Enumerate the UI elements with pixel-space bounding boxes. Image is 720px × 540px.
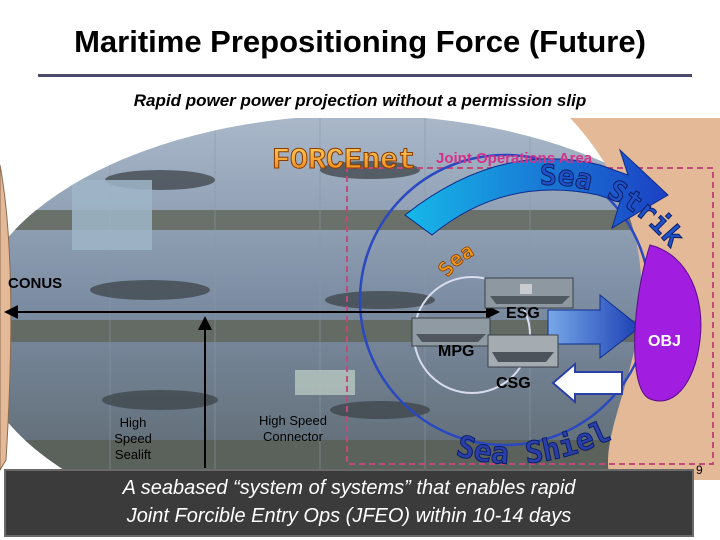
joa-label: Joint Operations Area	[436, 150, 593, 167]
conus-landmass	[0, 164, 12, 471]
footer-line-2: Joint Forcible Entry Ops (JFEO) within 1…	[126, 505, 572, 527]
connector-arrowhead	[198, 316, 212, 330]
obj-label: OBJ	[648, 333, 681, 350]
slide-subtitle: Rapid power power projection without a p…	[133, 91, 587, 110]
csg-ship	[487, 334, 559, 368]
esg-label: ESG	[506, 305, 540, 322]
footer-line-1: A seabased “system of systems” that enab…	[122, 477, 576, 499]
sea-strike-arc	[404, 148, 669, 236]
slide-title: Maritime Prepositioning Force (Future)	[74, 24, 646, 59]
conus-arrowhead-left	[4, 305, 18, 319]
forcenet-label: FORCEnet	[272, 144, 416, 178]
high-speed-connector-label: High Speed Connector	[259, 413, 327, 444]
page-number: 9	[696, 463, 703, 477]
shield-arrow	[551, 361, 623, 405]
conus-label: CONUS	[8, 275, 63, 292]
footer-banner	[4, 469, 694, 537]
objective-shape	[634, 244, 702, 402]
esg-ship	[484, 277, 574, 309]
title-underline	[38, 74, 692, 77]
high-speed-sealift-label: High Speed Sealift	[114, 415, 152, 462]
mpg-label: MPG	[438, 343, 475, 360]
footer-text: A seabased “system of systems” that enab…	[4, 474, 694, 530]
csg-label: CSG	[496, 375, 531, 392]
mpg-ship	[411, 317, 491, 347]
